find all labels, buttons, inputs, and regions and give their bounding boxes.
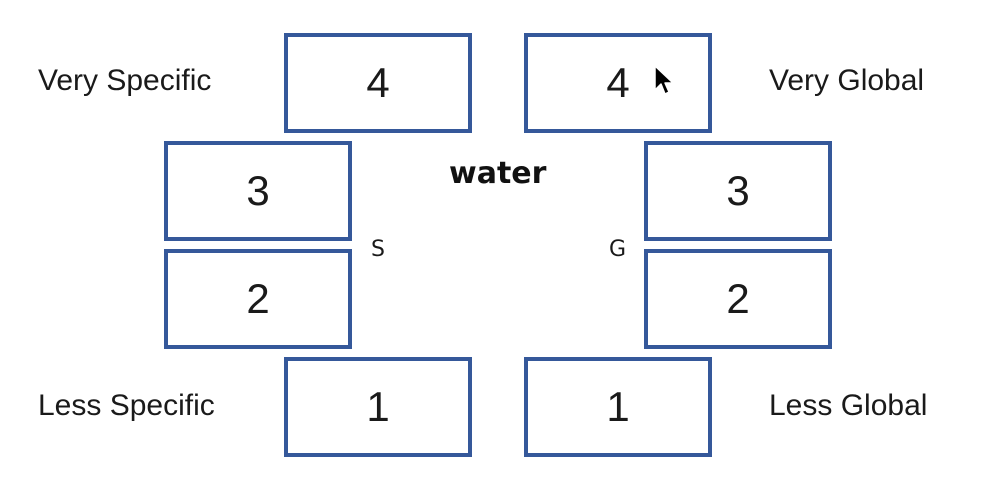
global-box-3[interactable]: 3 (644, 141, 832, 241)
label-very-specific: Very Specific (38, 64, 212, 97)
specific-box-2[interactable]: 2 (164, 249, 352, 349)
specific-box-4[interactable]: 4 (284, 33, 472, 133)
specific-box-1[interactable]: 1 (284, 357, 472, 457)
label-less-global: Less Global (769, 389, 928, 422)
mouse-pointer-icon (654, 65, 674, 95)
label-g: G (609, 237, 627, 262)
global-box-2[interactable]: 2 (644, 249, 832, 349)
specific-box-3[interactable]: 3 (164, 141, 352, 241)
label-very-global: Very Global (769, 64, 925, 97)
global-box-1[interactable]: 1 (524, 357, 712, 457)
label-s: S (371, 237, 385, 262)
label-less-specific: Less Specific (38, 389, 215, 422)
global-box-4[interactable]: 4 (524, 33, 712, 133)
center-word: water (449, 156, 547, 191)
